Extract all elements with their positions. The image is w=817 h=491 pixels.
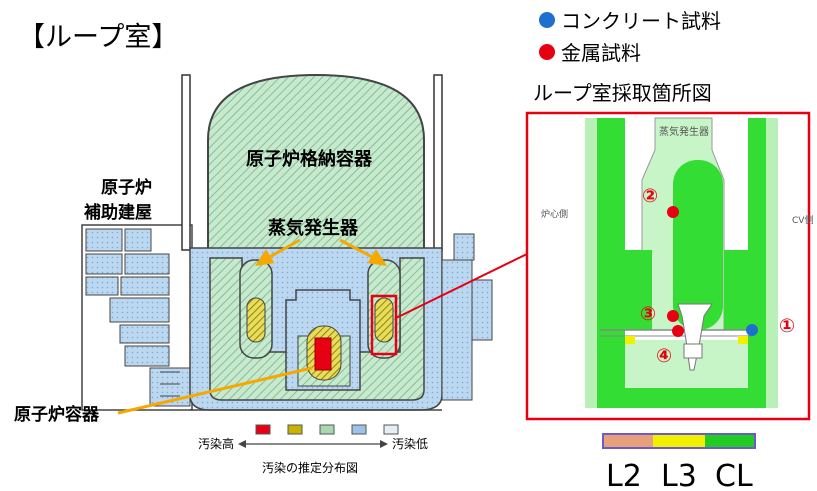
sample-point-label-4: ④ [656,345,672,367]
inset-cv-side-label: CV側 [792,214,813,226]
level-bar-cl [705,434,755,448]
concrete-sample-legend-label: コンクリート試料 [561,9,721,33]
sample-point-label-3: ③ [640,303,656,325]
sampling-area-highlight [370,294,398,356]
concrete-sample-legend-dot [539,12,555,28]
metal-sample-point-4 [672,325,684,337]
metal-sample-point-3 [667,310,679,322]
containment-building [181,73,493,411]
steam-generator-label: 蒸気発生器 [268,217,359,239]
aux-building [81,224,193,411]
aux-building-label-line1: 原子炉 [101,177,152,198]
sample-point-label-2: ② [642,185,658,207]
sample-point-label-1: ① [779,315,795,337]
scale-swatch-light [383,424,399,435]
diagram-title: 【ループ室】 [18,22,178,53]
steam-generator-arrows [254,238,388,266]
inset-title: ループ室採取箇所図 [533,81,712,105]
level-label-l3: L3 [661,459,697,491]
containment-label: 原子炉格納容器 [246,148,373,170]
scale-high-label: 汚染高 [198,436,234,451]
aux-building-label-line2: 補助建屋 [83,202,152,223]
scale-swatch-yellow [287,424,303,435]
inset-sg-label: 蒸気発生器 [659,125,709,138]
concrete-sample-point-1 [746,324,758,336]
metal-sample-point-2 [667,206,679,218]
metal-sample-legend-label: 金属試料 [561,41,641,65]
level-bar-l2 [603,434,653,448]
metal-sample-legend-dot [539,44,555,60]
scale-swatch-red [255,424,271,435]
level-label-cl: CL [715,459,753,491]
level-bar-l3 [653,434,705,448]
inset-core-side-label: 炉心側 [541,208,568,220]
reactor-vessel-pointer [117,366,313,415]
reactor-vessel-label: 原子炉容器 [14,404,100,425]
inset-diagram [525,111,811,421]
contamination-scale [238,424,399,448]
inset-connector-line [395,253,528,319]
scale-low-label: 汚染低 [392,436,428,451]
level-bar [602,433,756,449]
scale-swatch-blue [351,424,367,435]
level-label-l2: L2 [606,459,642,491]
scale-caption: 汚染の推定分布図 [262,460,358,475]
scale-swatch-green [319,424,335,435]
